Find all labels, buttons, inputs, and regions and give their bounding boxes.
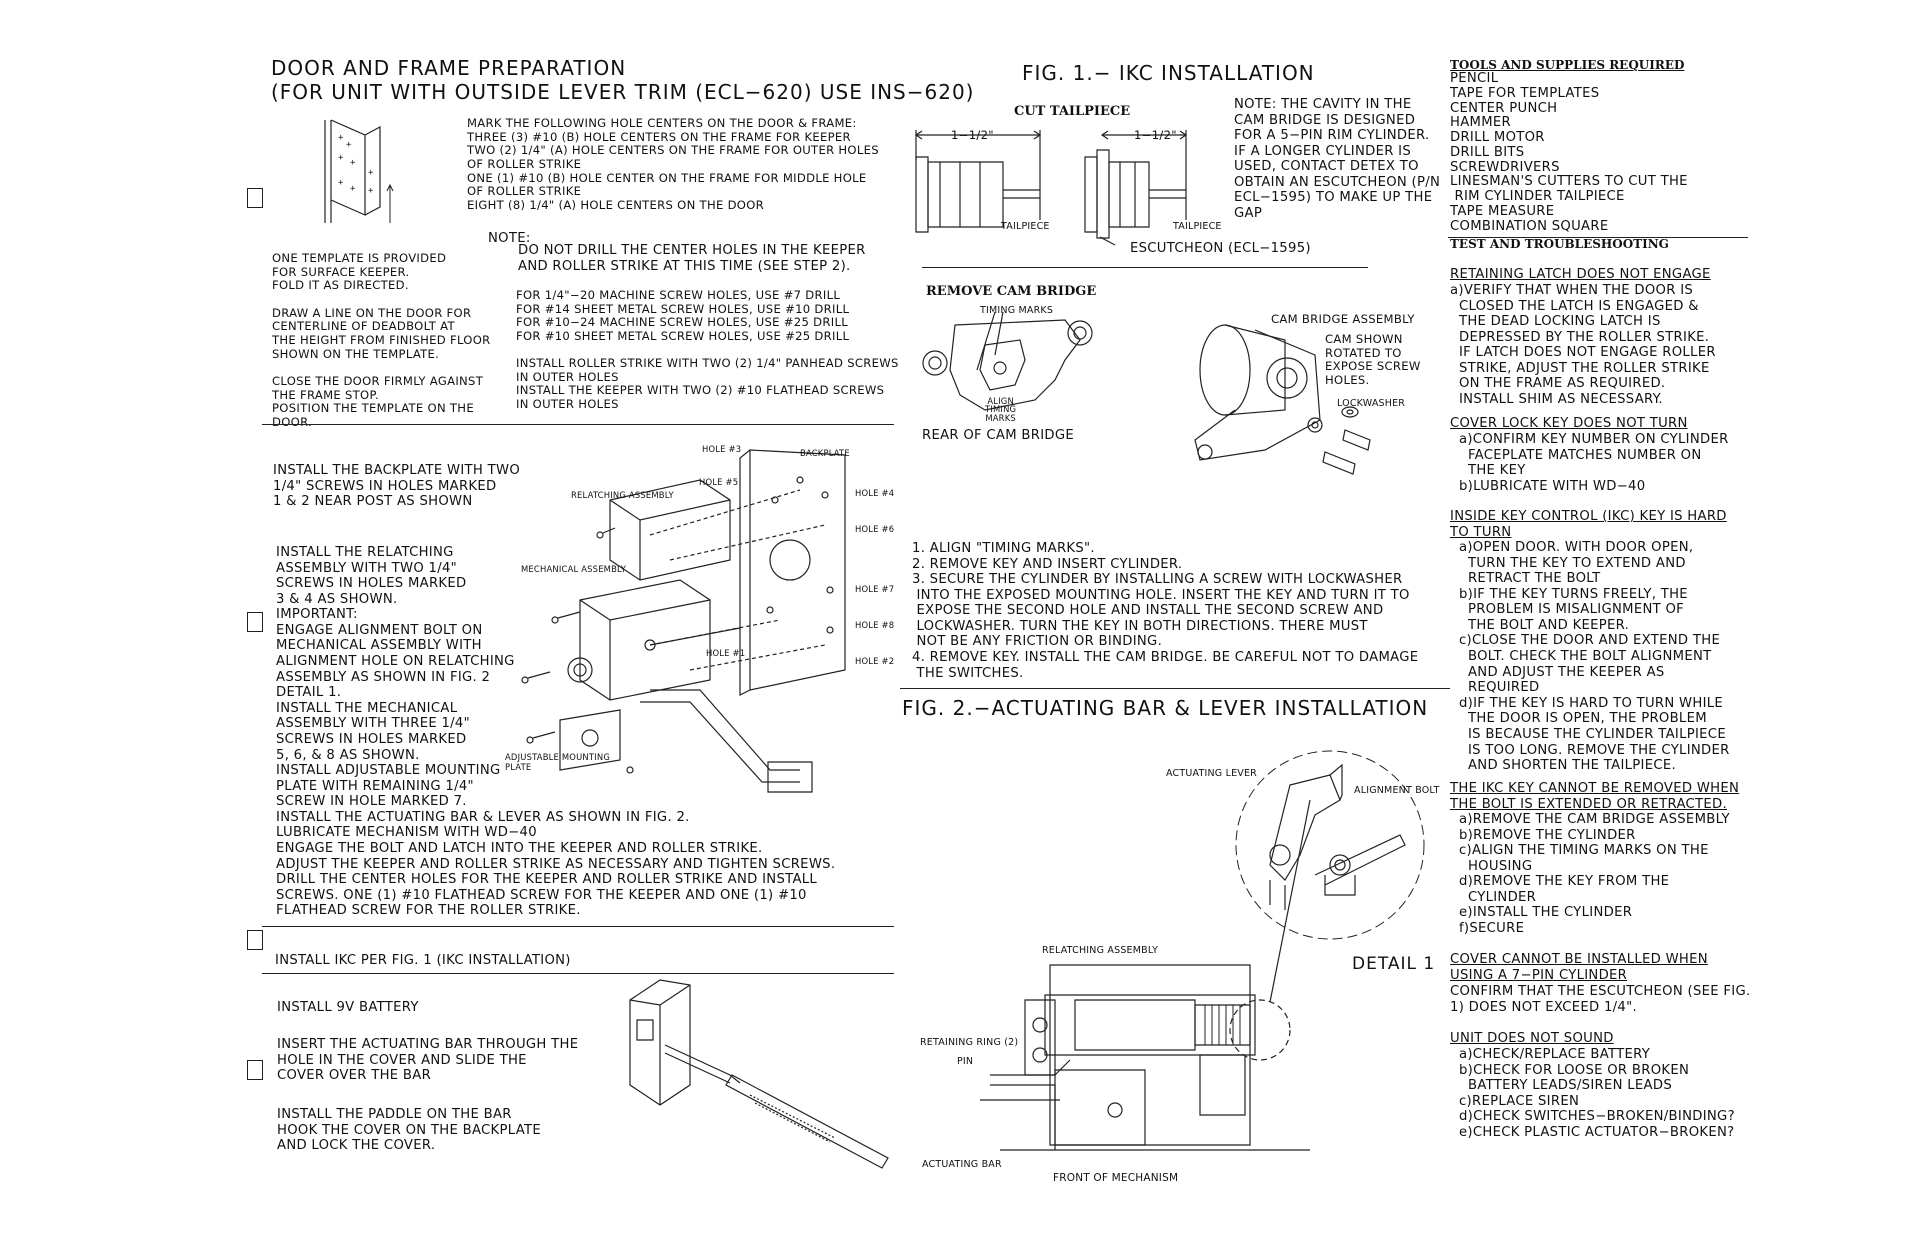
front-of-mechanism-drawing [980, 960, 1340, 1170]
fig-1-title: FIG. 1.− IKC INSTALLATION [1022, 61, 1315, 85]
section-divider [262, 424, 894, 425]
escutcheon-label: ESCUTCHEON (ECL−1595) [1130, 241, 1311, 256]
label-hole-2: HOLE #2 [855, 656, 895, 666]
test-troubleshooting-title: TEST AND TROUBLESHOOTING [1450, 237, 1669, 251]
note-label: NOTE: [488, 231, 531, 246]
svg-text:+: + [338, 133, 344, 143]
cover-bar-drawing [620, 975, 900, 1195]
tailpiece-drawing [910, 120, 1240, 250]
label-hole-8: HOLE #8 [855, 620, 895, 630]
troubleshoot-cover-7pin-body: CONFIRM THAT THE ESCUTCHEON (SEE FIG. 1)… [1450, 984, 1751, 1015]
backplate-instructions: INSTALL THE BACKPLATE WITH TWO 1/4" SCRE… [273, 463, 520, 510]
front-of-mechanism-label: FRONT OF MECHANISM [1053, 1172, 1179, 1184]
align-timing-marks-label: ALIGN TIMING MARKS [985, 396, 1017, 423]
template-instructions: ONE TEMPLATE IS PROVIDED FOR SURFACE KEE… [272, 251, 491, 430]
section-divider [262, 926, 894, 927]
troubleshoot-cover-7pin-title: COVER CANNOT BE INSTALLED WHEN USING A 7… [1450, 952, 1708, 983]
cam-bridge-assembly-drawing [1175, 300, 1375, 480]
svg-text:+: + [346, 140, 352, 150]
install-strike-text: INSTALL ROLLER STRIKE WITH TWO (2) 1/4" … [516, 356, 899, 412]
troubleshoot-ikc-hard-title: INSIDE KEY CONTROL (IKC) KEY IS HARD TO … [1450, 509, 1727, 540]
tailpiece-label-2: TAILPIECE [1173, 221, 1222, 232]
detail-1-label: DETAIL 1 [1352, 954, 1436, 974]
fig-2-title: FIG. 2.−ACTUATING BAR & LEVER INSTALLATI… [902, 696, 1429, 720]
lockwasher-label: LOCKWASHER [1337, 398, 1406, 409]
relatching-instructions: INSTALL THE RELATCHING ASSEMBLY WITH TWO… [276, 545, 836, 919]
dimension-1: 1−1/2" [951, 128, 994, 142]
troubleshoot-key-removal-body: a)REMOVE THE CAM BRIDGE ASSEMBLY b)REMOV… [1458, 812, 1730, 937]
install-ikc-step: INSTALL IKC PER FIG. 1 (IKC INSTALLATION… [275, 953, 571, 968]
actuating-bar-instructions: INSERT THE ACTUATING BAR THROUGH THE HOL… [277, 1037, 579, 1084]
detail-1-drawing [1230, 745, 1430, 945]
label-hole-5: HOLE #5 [699, 477, 739, 487]
cut-tailpiece-label: CUT TAILPIECE [1014, 104, 1131, 119]
install-battery-text: INSTALL 9V BATTERY [277, 1000, 419, 1015]
retaining-ring-label: RETAINING RING (2) [920, 1037, 1019, 1048]
troubleshoot-no-sound-title: UNIT DOES NOT SOUND [1450, 1031, 1614, 1046]
svg-text:+: + [350, 184, 356, 194]
label-mechanical-assembly: MECHANICAL ASSEMBLY [521, 564, 627, 574]
label-hole-3: HOLE #3 [702, 444, 742, 454]
cavity-note: NOTE: THE CAVITY IN THE CAM BRIDGE IS DE… [1234, 97, 1441, 222]
pin-label: PIN [957, 1056, 974, 1067]
timing-marks-label: TIMING MARKS [980, 305, 1054, 316]
door-frame-prep-title: DOOR AND FRAME PREPARATION (FOR UNIT WIT… [271, 56, 975, 104]
tools-list: PENCIL TAPE FOR TEMPLATES CENTER PUNCH H… [1450, 71, 1688, 234]
svg-text:+: + [350, 158, 356, 168]
section-divider [900, 688, 1450, 689]
actuating-lever-label: ACTUATING LEVER [1166, 768, 1257, 779]
troubleshoot-cover-lock-body: a)CONFIRM KEY NUMBER ON CYLINDER FACEPLA… [1458, 432, 1729, 494]
troubleshoot-retaining-latch-body: a)VERIFY THAT WHEN THE DOOR IS CLOSED TH… [1450, 283, 1716, 408]
svg-text:+: + [368, 186, 374, 196]
label-hole-4: HOLE #4 [855, 488, 895, 498]
troubleshoot-key-removal-title: THE IKC KEY CANNOT BE REMOVED WHEN THE B… [1450, 781, 1740, 812]
section-divider [1448, 237, 1748, 238]
troubleshoot-retaining-latch-title: RETAINING LATCH DOES NOT ENGAGE [1450, 267, 1711, 282]
section-divider [262, 973, 894, 974]
note-do-not-drill: DO NOT DRILL THE CENTER HOLES IN THE KEE… [518, 243, 866, 274]
troubleshoot-cover-lock-title: COVER LOCK KEY DOES NOT TURN [1450, 416, 1688, 431]
drill-size-list: FOR 1/4"−20 MACHINE SCREW HOLES, USE #7 … [516, 288, 850, 344]
label-backplate: BACKPLATE [800, 448, 850, 458]
label-adjustable-mounting-plate: ADJUSTABLE MOUNTING PLATE [505, 752, 611, 772]
label-hole-1: HOLE #1 [706, 648, 746, 658]
paddle-instructions: INSTALL THE PADDLE ON THE BAR HOOK THE C… [277, 1107, 541, 1154]
remove-cam-bridge-label: REMOVE CAM BRIDGE [926, 284, 1097, 299]
cam-bridge-assembly-label: CAM BRIDGE ASSEMBLY [1271, 312, 1415, 326]
dimension-2: 1−1/2" [1134, 128, 1177, 142]
troubleshoot-no-sound-body: a)CHECK/REPLACE BATTERY b)CHECK FOR LOOS… [1458, 1047, 1735, 1140]
alignment-bolt-label: ALIGNMENT BOLT [1354, 785, 1440, 796]
section-divider [922, 267, 1368, 268]
actuating-bar-label: ACTUATING BAR [922, 1159, 1002, 1170]
relatching-assembly-label: RELATCHING ASSEMBLY [1042, 945, 1159, 956]
label-hole-7: HOLE #7 [855, 584, 895, 594]
step-4-checkbox[interactable] [247, 1060, 263, 1080]
rear-cam-bridge-drawing [915, 300, 1105, 430]
door-template-drawing: ++ ++ ++ ++ [320, 115, 400, 225]
svg-text:+: + [338, 153, 344, 163]
step-3-checkbox[interactable] [247, 930, 263, 950]
exploded-mechanism-drawing [500, 440, 860, 800]
ikc-installation-steps: 1. ALIGN "TIMING MARKS". 2. REMOVE KEY A… [912, 541, 1419, 681]
label-hole-6: HOLE #6 [855, 524, 895, 534]
step-1-checkbox[interactable] [247, 188, 263, 208]
label-relatching-assembly: RELATCHING ASSEMBLY [571, 490, 674, 500]
mark-hole-centers-text: MARK THE FOLLOWING HOLE CENTERS ON THE D… [467, 116, 879, 213]
svg-text:+: + [338, 178, 344, 188]
troubleshoot-ikc-hard-body: a)OPEN DOOR. WITH DOOR OPEN, TURN THE KE… [1458, 540, 1730, 774]
rear-of-cam-bridge-label: REAR OF CAM BRIDGE [922, 428, 1075, 443]
tailpiece-label-1: TAILPIECE [1001, 221, 1050, 232]
tools-title: TOOLS AND SUPPLIES REQUIRED [1450, 58, 1685, 72]
step-2-checkbox[interactable] [247, 612, 263, 632]
svg-text:+: + [368, 168, 374, 178]
cam-rotated-label: CAM SHOWN ROTATED TO EXPOSE SCREW HOLES. [1325, 332, 1421, 388]
